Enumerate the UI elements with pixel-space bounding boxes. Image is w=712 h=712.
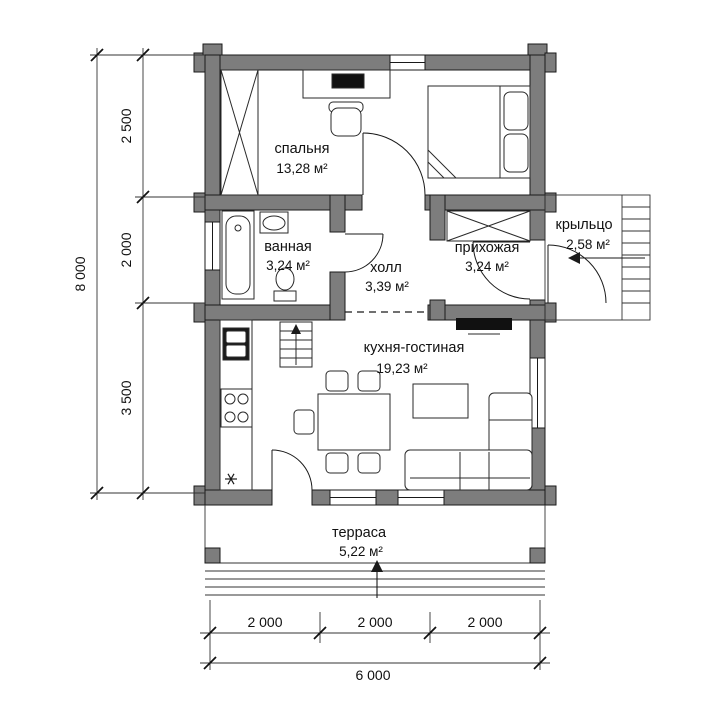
terrace [204,505,546,598]
porch-entry-arrow [568,252,645,264]
living-tv [456,318,512,335]
toilet [273,267,297,302]
room-label-bedroom: спальня [274,141,329,157]
dim-bottom-segment-2: 2 000 [357,614,392,630]
room-label-entry: прихожая [455,240,520,256]
dim-left-segment-1: 2 500 [118,108,134,143]
wardrobe [220,69,259,196]
chair [357,370,381,392]
chair [357,452,381,474]
stove [220,388,253,428]
chair [325,452,349,474]
dim-bottom-total: 6 000 [355,667,390,683]
dimension-ticks [203,626,547,670]
room-label-terrace: терраса [332,525,387,541]
door-bedroom [362,132,426,196]
sofa [404,392,533,491]
room-area-hall: 3,39 м² [365,279,409,294]
door-porch [547,244,607,304]
room-area-kitchen-living: 19,23 м² [376,361,428,376]
bed [427,85,531,179]
bathroom-fixtures [221,210,297,302]
room-label-kitchen-living: кухня-гостиная [364,340,465,356]
room-label-hall: холл [370,260,402,276]
room-label-porch: крыльцо [555,217,612,233]
chair [325,370,349,392]
window-kitchen-right [529,357,546,429]
porch [544,194,651,321]
dimensions-bottom [200,600,550,670]
room-area-entry: 3,24 м² [465,259,509,274]
windows [204,54,546,506]
dim-left-segment-2: 2 000 [118,232,134,267]
dim-left-segment-3: 3 500 [118,380,134,415]
dim-bottom-segment-3: 2 000 [467,614,502,630]
bathtub [221,210,255,300]
sink [259,211,289,234]
desk [302,69,391,99]
window-kitchen-bottom-1 [329,489,377,506]
dim-bottom-segment-1: 2 000 [247,614,282,630]
pillow [503,133,529,173]
coffee-table [412,383,469,419]
interior-walls [204,194,546,321]
log-end-joints [193,43,557,506]
dimension-ticks [90,48,150,500]
window-bathroom-left [204,221,221,271]
pillow [503,91,529,131]
window-bedroom-top [389,54,426,71]
entry-closet [446,210,531,242]
desk-chair [328,101,364,137]
doors [271,132,607,491]
dining-table [293,370,391,474]
terrace-entry-arrow [371,560,383,598]
tv-on-desk [331,73,365,89]
stairs-arrow [291,324,301,334]
dimensions-left [90,48,205,500]
room-area-terrace: 5,22 м² [339,544,383,559]
room-area-bedroom: 13,28 м² [276,161,328,176]
room-area-bathroom: 3,24 м² [266,258,310,273]
window-kitchen-bottom-2 [397,489,445,506]
dim-left-total: 8 000 [72,256,88,291]
stairs [279,321,313,368]
terrace-posts [204,547,546,564]
door-entrance [472,241,531,300]
door-terrace [271,449,313,491]
kitchen-counter [219,319,253,491]
porch-steps [622,206,650,304]
door-bathroom [344,233,384,273]
terrace-steps [205,570,545,596]
chair [293,409,315,435]
fridge-snowflake-icon [225,473,237,485]
kitchen-living-furniture [219,318,533,491]
room-label-bathroom: ванная [264,239,312,255]
room-area-porch: 2,58 м² [566,237,610,252]
bedroom-furniture [220,69,531,196]
